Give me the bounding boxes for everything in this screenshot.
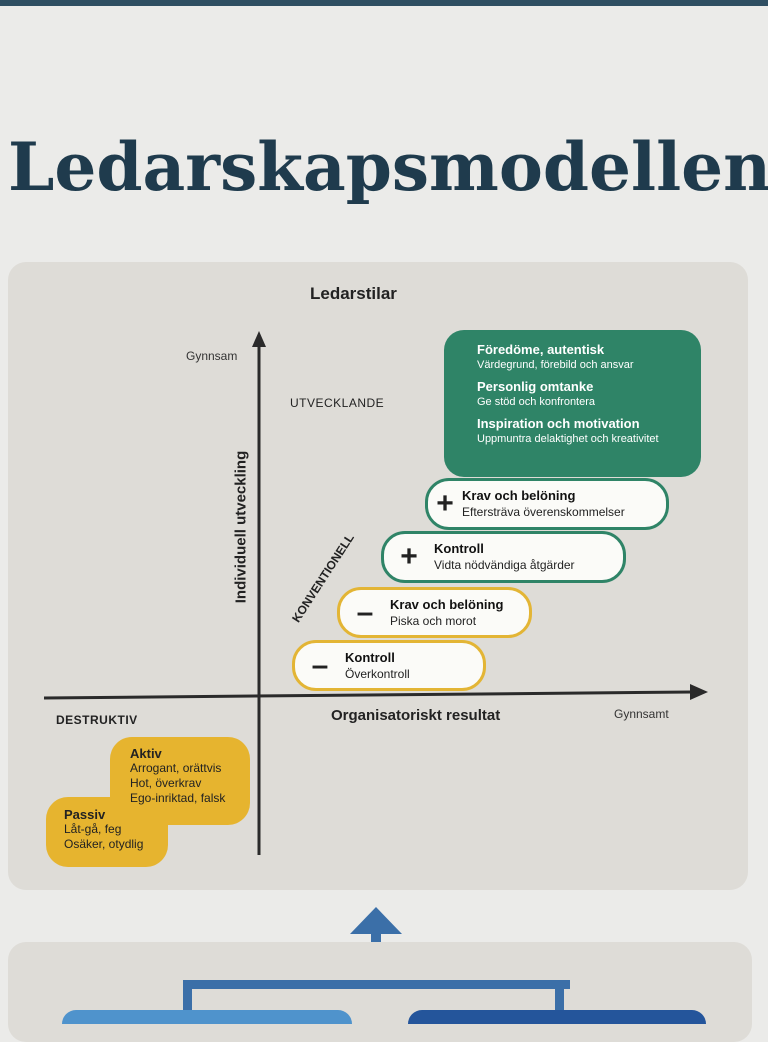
utvecklande-item-head: Föredöme, autentisk (477, 342, 605, 357)
up-arrow-icon (350, 907, 402, 934)
connector-left (183, 980, 192, 1020)
x-axis-arrow (690, 684, 708, 700)
plus-icon: + (436, 487, 454, 520)
passiv-line: Låt-gå, feg (64, 822, 122, 836)
connector-bar (183, 980, 570, 989)
lower-box-right (408, 1010, 706, 1024)
plus-icon: + (400, 540, 418, 573)
aktiv-text: Aktiv Arrogant, orättvis Hot, överkrav E… (130, 746, 225, 806)
blob-joint (100, 800, 170, 825)
utvecklande-item-sub: Ge stöd och konfrontera (477, 396, 596, 408)
step-sub: Vidta nödvändiga åtgärder (434, 558, 575, 572)
step-krav-belöning-plus: + Krav och belöning Eftersträva överensk… (425, 478, 669, 530)
zone-destruktiv-label: DESTRUKTIV (56, 713, 138, 727)
connector-right (555, 980, 564, 1020)
aktiv-line: Hot, överkrav (130, 776, 202, 790)
top-strip (0, 0, 768, 6)
step-krav-belöning-minus: – Krav och belöning Piska och morot (337, 587, 532, 638)
step-kontroll-minus: – Kontroll Överkontroll (292, 640, 486, 691)
step-sub: Eftersträva överenskommelser (462, 505, 625, 519)
passiv-head: Passiv (64, 807, 106, 822)
step-sub: Piska och morot (390, 613, 477, 628)
step-head: Kontroll (434, 541, 484, 556)
step-head: Krav och belöning (462, 488, 576, 503)
minus-icon: – (311, 648, 329, 682)
diagram-title: Ledarstilar (310, 284, 397, 303)
page-title: Ledarskapsmodellen (8, 128, 768, 206)
x-axis-line (43, 690, 693, 700)
passiv-text: Passiv Låt-gå, feg Osäker, otydlig (64, 807, 143, 852)
x-axis-right-label: Gynnsamt (614, 707, 669, 721)
utvecklande-box: Föredöme, autentisk Värdegrund, förebild… (444, 330, 701, 477)
step-kontroll-plus: + Kontroll Vidta nödvändiga åtgärder (381, 531, 626, 583)
y-axis-top-label: Gynnsam (186, 349, 238, 363)
passiv-line: Osäker, otydlig (64, 837, 144, 851)
step-head: Krav och belöning (390, 596, 504, 612)
minus-icon: – (356, 595, 374, 629)
step-sub: Överkontroll (345, 666, 410, 681)
aktiv-head: Aktiv (130, 746, 162, 761)
step-head: Kontroll (345, 649, 395, 665)
aktiv-line: Arrogant, orättvis (130, 761, 222, 775)
zone-utvecklande-label: UTVECKLANDE (290, 396, 385, 410)
y-axis-arrow (252, 331, 266, 347)
utvecklande-item-head: Inspiration och motivation (477, 416, 640, 431)
utvecklande-item-head: Personlig omtanke (477, 379, 594, 394)
utvecklande-item-sub: Värdegrund, förebild och ansvar (477, 359, 634, 371)
aktiv-line: Ego-inriktad, falsk (130, 791, 226, 805)
lower-box-left (62, 1010, 352, 1024)
utvecklande-item-sub: Uppmuntra delaktighet och kreativitet (477, 433, 659, 445)
x-axis-label: Organisatoriskt resultat (331, 707, 501, 724)
